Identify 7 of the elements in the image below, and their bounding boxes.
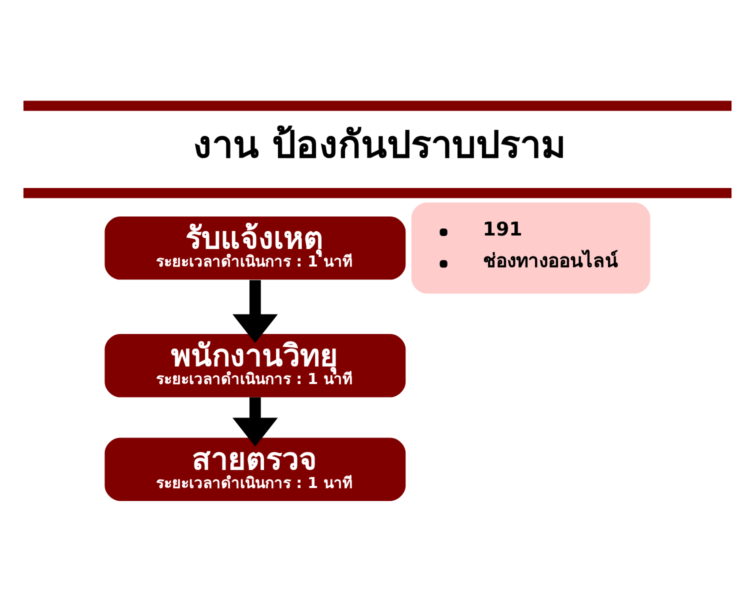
arrow <box>232 280 278 343</box>
diagram-title: งาน ป้องกันปราบปราม <box>192 122 566 166</box>
node-box: รับแจ้งเหตุ ระยะเวลาดำเนินการ : 1 นาที <box>104 216 406 280</box>
node-box: พนักงานวิทยุ ระยะเวลาดำเนินการ : 1 นาที <box>104 334 406 397</box>
arrow <box>232 396 278 446</box>
node-box: สายตรวจ ระยะเวลาดำเนินการ : 1 นาที <box>104 437 406 500</box>
node-box: 191 ช่องทางออนไลน์ <box>411 202 650 294</box>
